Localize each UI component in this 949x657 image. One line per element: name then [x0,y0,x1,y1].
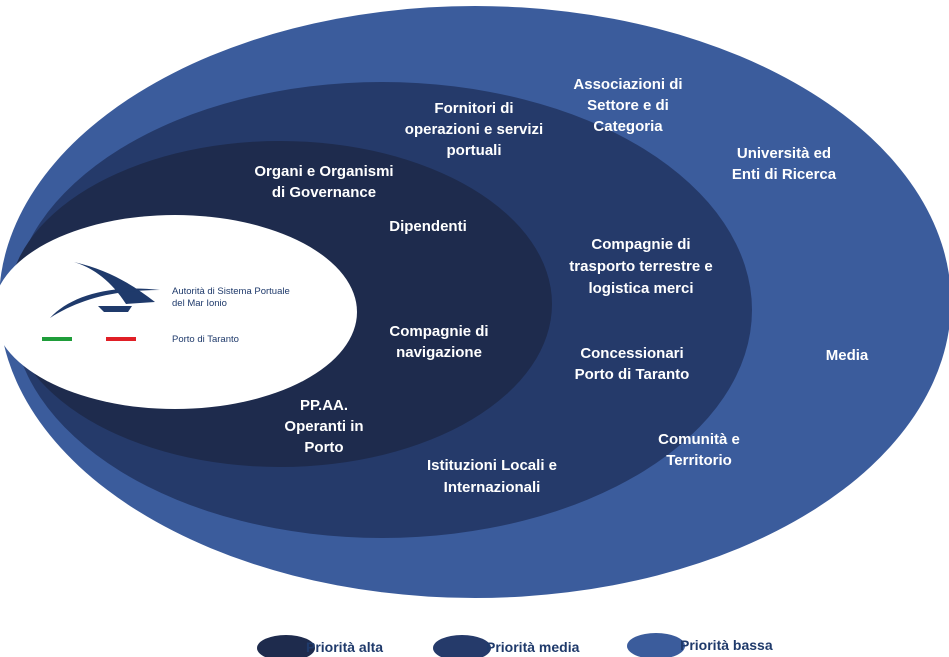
label-compagnie-trasporto-line-1: Compagnie di [591,236,690,253]
label-comunita-line-1: Comunità e [658,431,740,448]
label-ppaa-line-3: Porto [304,439,343,456]
logo-line-1: Autorità di Sistema Portuale [172,286,290,297]
label-universita: Università ed Enti di Ricerca [732,145,837,183]
legend-swatch-high [257,635,315,657]
logo-ellipse [0,215,357,409]
label-compagnie-navigazione: Compagnie di navigazione [389,323,488,361]
logo-line-3: Porto di Taranto [172,334,239,345]
label-associazioni-line-2: Settore e di [587,97,669,114]
flag-red-bar [106,337,136,341]
label-fornitori-line-1: Fornitori di [434,100,513,117]
label-media-line-1: Media [826,347,869,364]
label-organi-line-2: di Governance [272,184,376,201]
label-organi-line-1: Organi e Organismi [254,163,393,180]
stakeholder-labels: Associazioni di Settore e di Categoria Forn… [254,76,869,496]
label-associazioni: Associazioni di Settore e di Categoria [573,76,682,135]
label-fornitori-line-2: operazioni e servizi [405,121,543,138]
logo-line-2: del Mar Ionio [172,298,227,309]
legend-label-low: Priorità bassa [680,637,773,653]
legend-swatch-low [627,633,685,657]
label-dipendenti: Dipendenti [389,218,467,235]
label-concessionari-line-2: Porto di Taranto [575,366,690,383]
flag-green-bar [42,337,72,341]
label-ppaa: PP.AA. Operanti in Porto [284,397,363,456]
wave-icon [50,288,160,318]
label-compagnie-trasporto-line-3: logistica merci [588,280,693,297]
label-compagnie-navigazione-line-1: Compagnie di [389,323,488,340]
label-concessionari-line-1: Concessionari [580,345,683,362]
label-ppaa-line-1: PP.AA. [300,397,348,414]
label-comunita-line-2: Territorio [666,452,732,469]
label-universita-line-1: Università ed [737,145,831,162]
legend-swatch-medium [433,635,491,657]
label-compagnie-trasporto-line-2: trasporto terrestre e [569,258,712,275]
label-comunita: Comunità e Territorio [658,431,740,469]
label-dipendenti-line-1: Dipendenti [389,218,467,235]
label-ppaa-line-2: Operanti in [284,418,363,435]
label-istituzioni-line-2: Internazionali [444,479,541,496]
hull-icon [98,306,132,312]
legend: Priorità alta Priorità media Priorità ba… [257,633,773,657]
label-compagnie-navigazione-line-2: navigazione [396,344,482,361]
legend-label-medium: Priorità media [486,639,580,655]
label-istituzioni-line-1: Istituzioni Locali e [427,457,557,474]
label-organi: Organi e Organismi di Governance [254,163,393,201]
label-associazioni-line-1: Associazioni di [573,76,682,93]
port-authority-logo: Autorità di Sistema Portuale del Mar Ion… [42,262,290,345]
legend-label-high: Priorità alta [306,639,383,655]
label-compagnie-trasporto: Compagnie di trasporto terrestre e logisti… [569,236,712,297]
label-istituzioni: Istituzioni Locali e Internazionali [427,457,557,496]
sail-icon [74,262,155,304]
label-fornitori-line-3: portuali [447,142,502,159]
label-media: Media [826,347,869,364]
label-universita-line-2: Enti di Ricerca [732,166,837,183]
label-associazioni-line-3: Categoria [593,118,663,135]
label-fornitori: Fornitori di operazioni e servizi portuali [405,100,543,159]
